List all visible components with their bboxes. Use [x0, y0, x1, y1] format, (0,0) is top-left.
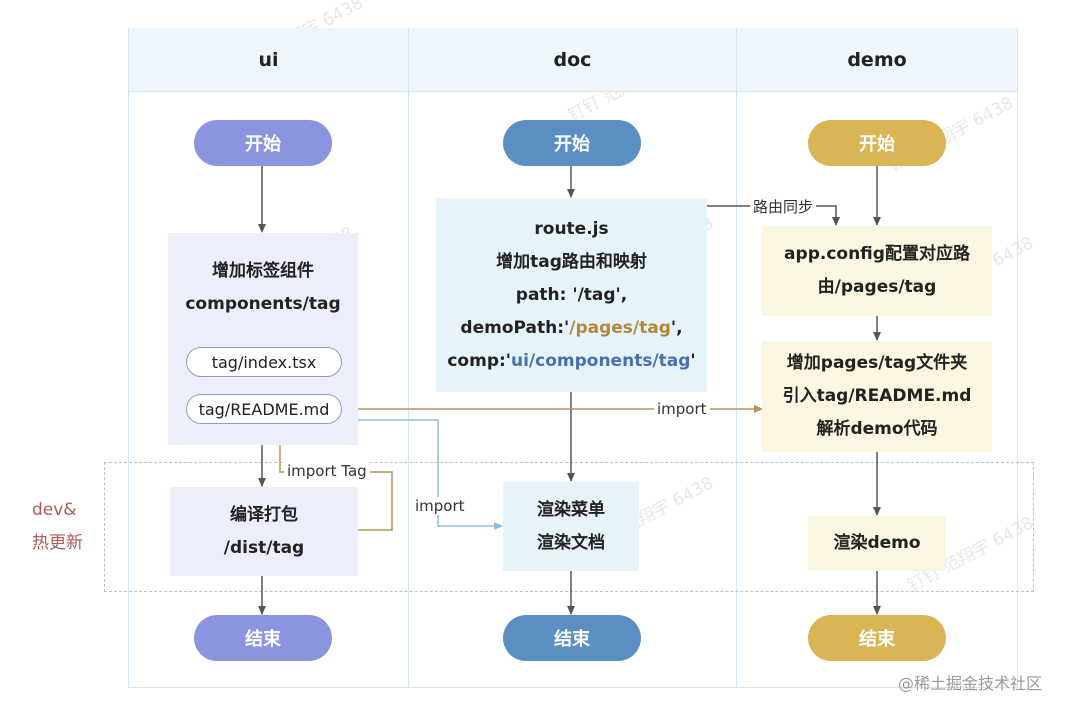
- demo-render-label: 渲染demo: [833, 533, 921, 553]
- doc-start-pill: 开始: [503, 120, 641, 166]
- demo-folder-line3: 解析demo代码: [816, 419, 938, 439]
- lane-header-ui: ui: [129, 28, 408, 92]
- ui-build-line1: 编译打包: [230, 504, 298, 525]
- doc-end-pill: 结束: [503, 615, 641, 661]
- lane-divider: [736, 28, 737, 688]
- doc-route-box: route.js 增加tag路由和映射 path: '/tag', demoPa…: [436, 198, 707, 392]
- dev-hot-reload-band: [104, 462, 1034, 592]
- doc-route-line5-suffix: ': [690, 350, 696, 371]
- doc-route-line4: demoPath:'/pages/tag',: [460, 312, 682, 345]
- ui-start-pill: 开始: [194, 120, 332, 166]
- edge-label-import-doc: import: [412, 497, 468, 515]
- file-chip-readme: tag/README.md: [186, 394, 342, 424]
- demo-config-box: app.config配置对应路 由/pages/tag: [762, 226, 992, 316]
- doc-render-box: 渲染菜单 渲染文档: [503, 482, 639, 571]
- doc-route-comp-value: ui/components/tag: [511, 350, 691, 371]
- arrow-import-tag-loop: [276, 425, 393, 531]
- lane-header-demo: demo: [737, 28, 1017, 92]
- demo-folder-line1: 增加pages/tag文件夹: [786, 353, 968, 373]
- site-watermark: @稀土掘金技术社区: [898, 674, 1043, 693]
- demo-render-box: 渲染demo: [808, 516, 946, 571]
- ui-end-pill: 结束: [194, 615, 332, 661]
- doc-route-line3: path: '/tag',: [515, 284, 628, 305]
- ui-add-component-line1: 增加标签组件: [212, 261, 314, 281]
- doc-route-line1: route.js: [534, 218, 609, 239]
- side-label-line2: 热更新: [32, 533, 83, 553]
- side-label-line1: dev&: [32, 500, 77, 520]
- ui-add-component-line2: components/tag: [185, 294, 341, 314]
- doc-route-line5-prefix: comp:': [447, 350, 511, 371]
- edge-label-import-right: import: [654, 400, 710, 418]
- doc-route-demopath-value: /pages/tag: [569, 317, 671, 338]
- side-label: dev& 热更新: [32, 494, 83, 560]
- ui-build-box: 编译打包 /dist/tag: [170, 487, 358, 576]
- doc-render-line2: 渲染文档: [537, 532, 605, 553]
- file-chip-index: tag/index.tsx: [186, 347, 342, 377]
- demo-folder-line2: 引入tag/README.md: [782, 386, 972, 406]
- edge-label-import-tag: import Tag: [284, 462, 370, 480]
- demo-start-pill: 开始: [808, 120, 946, 166]
- lane-header-doc: doc: [409, 28, 736, 92]
- edge-label-route-sync: 路由同步: [750, 196, 817, 217]
- doc-route-line4-prefix: demoPath:': [460, 317, 570, 338]
- demo-config-line2: 由/pages/tag: [817, 277, 937, 297]
- ui-build-line2: /dist/tag: [223, 537, 305, 558]
- doc-route-line2: 增加tag路由和映射: [496, 251, 647, 272]
- doc-route-line5: comp:'ui/components/tag': [447, 345, 695, 378]
- demo-config-line1: app.config配置对应路: [784, 244, 970, 264]
- demo-folder-box: 增加pages/tag文件夹 引入tag/README.md 解析demo代码: [762, 341, 992, 452]
- doc-route-line4-suffix: ',: [670, 317, 683, 338]
- doc-render-line1: 渲染菜单: [537, 499, 605, 520]
- arrow-readme-import-doc: [342, 419, 503, 530]
- demo-end-pill: 结束: [808, 615, 946, 661]
- lane-divider: [408, 28, 409, 688]
